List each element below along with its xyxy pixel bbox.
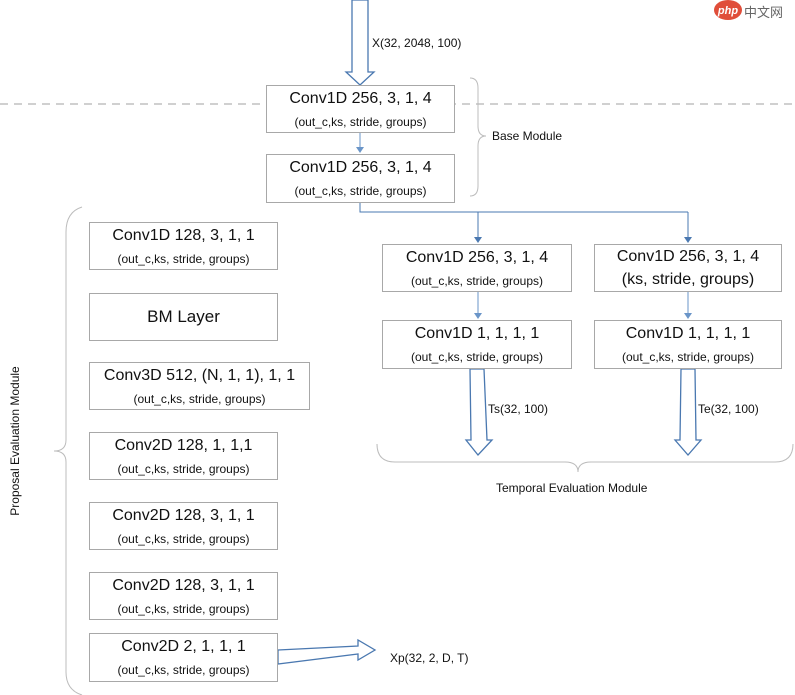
temporal-left-conv1d-box-2: Conv1D 1, 1, 1, 1 (out_c,ks, stride, gro… bbox=[382, 320, 572, 369]
proposal-conv2d-1-title: Conv2D 128, 1, 1,1 bbox=[114, 436, 253, 454]
proposal-conv3d-params: (out_c,ks, stride, groups) bbox=[133, 391, 266, 406]
base-conv1d-2-title: Conv1D 256, 3, 1, 4 bbox=[289, 159, 432, 176]
temporal-right-conv1d-1-title: Conv1D 256, 3, 1, 4 bbox=[616, 247, 760, 265]
base-conv1d-box-2: Conv1D 256, 3, 1, 4 (out_c,ks, stride, g… bbox=[266, 154, 455, 203]
proposal-conv2d-box-4: Conv2D 2, 1, 1, 1 (out_c,ks, stride, gro… bbox=[89, 633, 278, 682]
bm-layer-box: BM Layer bbox=[89, 293, 278, 341]
watermark-logo bbox=[714, 0, 742, 20]
proposal-conv2d-box-1: Conv2D 128, 1, 1,1 (out_c,ks, stride, gr… bbox=[89, 432, 278, 480]
proposal-conv1d-title: Conv1D 128, 3, 1, 1 bbox=[112, 226, 255, 244]
temporal-right-conv1d-2-params: (out_c,ks, stride, groups) bbox=[621, 350, 755, 364]
base-connector-head bbox=[356, 147, 364, 153]
temporal-right-conv1d-box-1: Conv1D 256, 3, 1, 4 (ks, stride, groups) bbox=[594, 244, 782, 292]
ts-arrow bbox=[464, 368, 494, 456]
temporal-left-conv1d-1-title: Conv1D 256, 3, 1, 4 bbox=[405, 248, 549, 266]
proposal-conv2d-3-params: (out_c,ks, stride, groups) bbox=[117, 601, 250, 616]
temporal-left-conv1d-2-params: (out_c,ks, stride, groups) bbox=[410, 350, 544, 364]
te-arrow bbox=[673, 368, 703, 456]
watermark-text: 中文网 bbox=[744, 5, 784, 20]
base-conv1d-2-params: (out_c,ks, stride, groups) bbox=[294, 184, 427, 198]
proposal-conv2d-4-params: (out_c,ks, stride, groups) bbox=[117, 663, 250, 677]
proposal-module-brace bbox=[53, 206, 83, 695]
svg-text:php: php bbox=[717, 5, 738, 17]
temporal-right-conv1d-1-params: (ks, stride, groups) bbox=[621, 270, 755, 288]
split-connector bbox=[359, 203, 688, 213]
base-conv1d-1-title: Conv1D 256, 3, 1, 4 bbox=[289, 89, 432, 107]
base-module-label: Base Module bbox=[492, 129, 563, 143]
xp-arrow bbox=[277, 638, 377, 665]
proposal-conv1d-box: Conv1D 128, 3, 1, 1 (out_c,ks, stride, g… bbox=[89, 222, 278, 270]
temporal-left-conv1d-2-title: Conv1D 1, 1, 1, 1 bbox=[414, 325, 540, 342]
base-conv1d-1-params: (out_c,ks, stride, groups) bbox=[294, 114, 427, 129]
xp-label: Xp(32, 2, D, T) bbox=[390, 651, 469, 665]
temporal-left-conv1d-1-params: (out_c,ks, stride, groups) bbox=[410, 273, 544, 288]
temporal-module-brace bbox=[376, 443, 794, 473]
temporal-left-conv1d-box-1: Conv1D 256, 3, 1, 4 (out_c,ks, stride, g… bbox=[382, 244, 572, 292]
ts-label: Ts(32, 100) bbox=[488, 402, 549, 416]
proposal-conv2d-3-title: Conv2D 128, 3, 1, 1 bbox=[112, 576, 255, 594]
base-module-brace bbox=[469, 77, 487, 197]
bm-layer-title: BM Layer bbox=[147, 307, 220, 326]
input-label: X(32, 2048, 100) bbox=[372, 36, 462, 50]
proposal-module-label: Proposal Evaluation Module bbox=[8, 366, 22, 516]
proposal-conv2d-2-params: (out_c,ks, stride, groups) bbox=[117, 531, 250, 546]
input-arrow bbox=[344, 0, 376, 86]
proposal-conv3d-box: Conv3D 512, (N, 1, 1), 1, 1 (out_c,ks, s… bbox=[89, 362, 310, 410]
proposal-conv2d-box-3: Conv2D 128, 3, 1, 1 (out_c,ks, stride, g… bbox=[89, 572, 278, 620]
proposal-conv2d-box-2: Conv2D 128, 3, 1, 1 (out_c,ks, stride, g… bbox=[89, 502, 278, 550]
proposal-conv3d-title: Conv3D 512, (N, 1, 1), 1, 1 bbox=[103, 366, 296, 384]
te-label: Te(32, 100) bbox=[698, 402, 759, 416]
proposal-conv1d-params: (out_c,ks, stride, groups) bbox=[117, 251, 250, 266]
temporal-right-conv1d-2-title: Conv1D 1, 1, 1, 1 bbox=[625, 325, 751, 342]
base-conv1d-box-1: Conv1D 256, 3, 1, 4 (out_c,ks, stride, g… bbox=[266, 85, 455, 133]
temporal-right-conv1d-box-2: Conv1D 1, 1, 1, 1 (out_c,ks, stride, gro… bbox=[594, 320, 782, 369]
proposal-conv2d-2-title: Conv2D 128, 3, 1, 1 bbox=[112, 506, 255, 524]
proposal-conv2d-4-title: Conv2D 2, 1, 1, 1 bbox=[121, 638, 246, 655]
temporal-module-label: Temporal Evaluation Module bbox=[496, 481, 648, 495]
proposal-conv2d-1-params: (out_c,ks, stride, groups) bbox=[117, 461, 250, 476]
